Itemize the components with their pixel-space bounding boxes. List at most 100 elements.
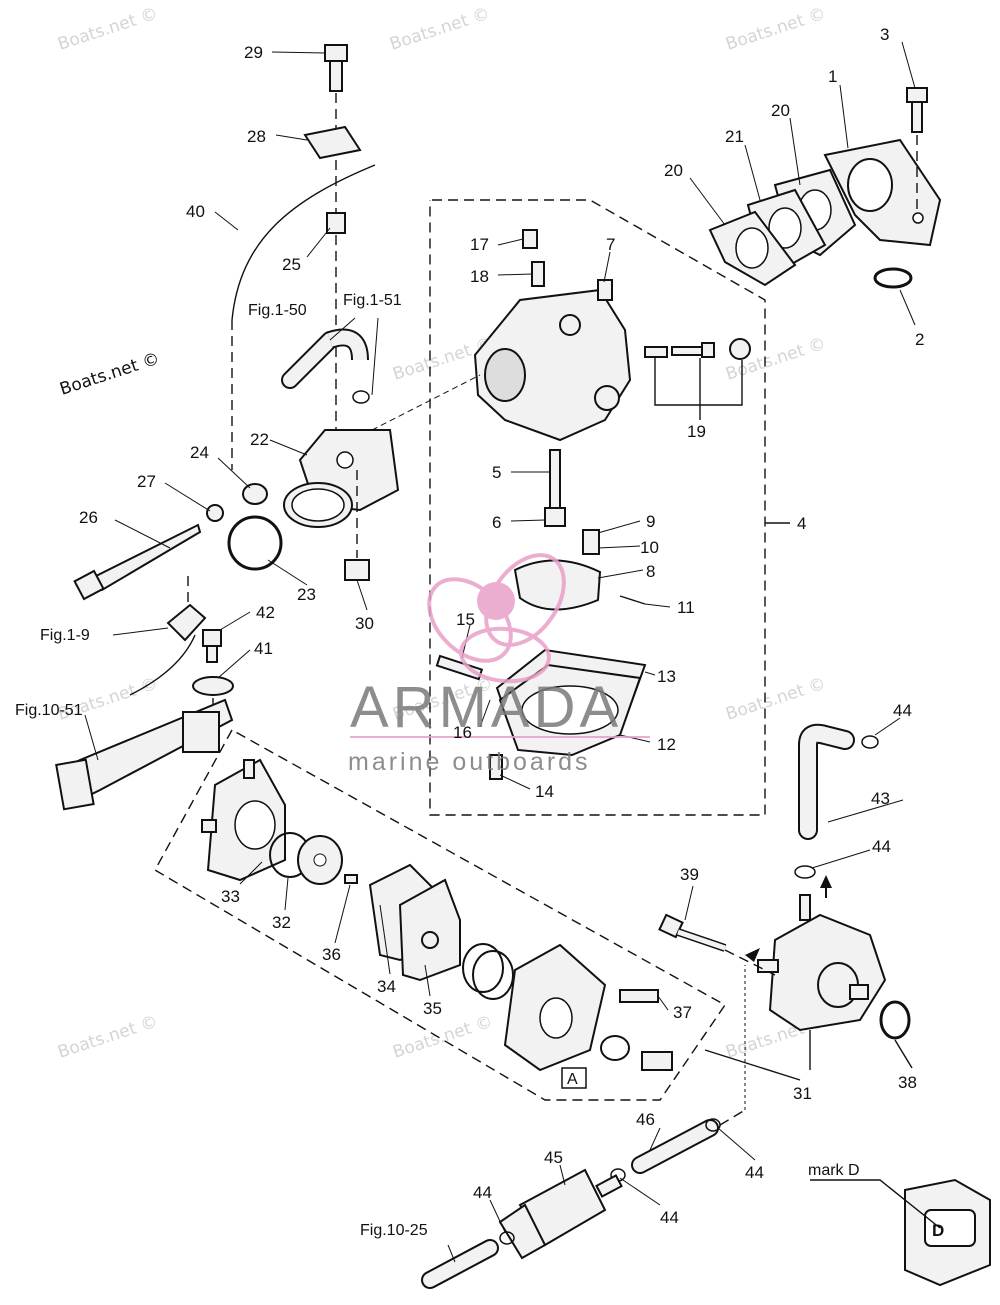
- callout-31: 31: [793, 1084, 812, 1103]
- callout-16: 16: [453, 723, 472, 742]
- collar: [344, 559, 370, 581]
- carburetor-body: [473, 288, 632, 442]
- callout-4: 4: [797, 514, 806, 533]
- grommet: [242, 483, 268, 505]
- watermark: Boats.net ©: [55, 4, 160, 55]
- bolt: [324, 44, 348, 92]
- callout-15: 15: [456, 610, 475, 629]
- callout-32: 32: [272, 913, 291, 932]
- carburetor-joint: [283, 429, 400, 528]
- callout-41: 41: [254, 639, 273, 658]
- bolt: [906, 87, 928, 133]
- mark-d-detail: [904, 1178, 991, 1287]
- callout-26: 26: [79, 508, 98, 527]
- washer: [192, 676, 234, 696]
- carburetor-group-outline: [429, 199, 766, 816]
- fuel-pump-assembly: [757, 894, 887, 1032]
- box-a-label: A: [567, 1071, 578, 1088]
- screw: [522, 229, 538, 249]
- callout-5: 5: [492, 463, 501, 482]
- figure-ref-1-50: Fig.1-50: [248, 302, 307, 319]
- watermark: Boats.net ©: [387, 4, 492, 55]
- mark-d-label: mark D: [808, 1162, 860, 1179]
- float: [513, 559, 602, 611]
- bracket-assembly: [55, 698, 234, 811]
- intake-manifold: [823, 138, 942, 247]
- callout-37: 37: [673, 1003, 692, 1022]
- callout-2: 2: [915, 330, 924, 349]
- callout-24: 24: [190, 443, 209, 462]
- callout-18: 18: [470, 267, 489, 286]
- callout-13: 13: [657, 667, 676, 686]
- callout-44: 44: [893, 701, 912, 720]
- callout-11: 11: [677, 598, 695, 617]
- callout-9: 9: [646, 512, 655, 531]
- collar: [326, 212, 346, 234]
- brand-tagline: marine outboards: [348, 748, 591, 776]
- callout-44: 44: [660, 1208, 679, 1227]
- watermark: Boats.net ©: [55, 1012, 160, 1063]
- callout-33: 33: [221, 887, 240, 906]
- callout-42: 42: [256, 603, 275, 622]
- mark-d-letter: D: [932, 1221, 944, 1240]
- callout-labels: 29 28 40 25 3 1 20 21 20 2 17 18 7 19 5 …: [79, 25, 924, 1227]
- callout-22: 22: [250, 430, 269, 449]
- callout-23: 23: [297, 585, 316, 604]
- callout-44: 44: [745, 1163, 764, 1182]
- callout-44: 44: [872, 837, 891, 856]
- callout-8: 8: [646, 562, 655, 581]
- long-bolt: [73, 523, 202, 601]
- brand-logo: ARMADA marine outboards: [348, 553, 650, 776]
- callout-30: 30: [355, 614, 374, 633]
- figure-ref-1-9: Fig.1-9: [40, 627, 90, 644]
- callout-36: 36: [322, 945, 341, 964]
- figure-ref-1-51: Fig.1-51: [343, 292, 402, 309]
- callout-10: 10: [640, 538, 659, 557]
- leader-lines: [84, 41, 916, 1263]
- callout-1: 1: [828, 67, 837, 86]
- main-nozzle: [549, 449, 561, 511]
- main-jet: [544, 507, 566, 527]
- watermark: Boats.net ©: [723, 674, 828, 725]
- fuel-filter: [498, 1168, 623, 1260]
- callout-3: 3: [880, 25, 889, 44]
- callout-34: 34: [377, 977, 396, 996]
- brand-name: ARMADA: [350, 675, 622, 740]
- plate: [303, 125, 362, 160]
- washer: [206, 504, 224, 522]
- callout-6: 6: [492, 513, 501, 532]
- fuel-pump-group-outline: [154, 729, 727, 1101]
- callout-12: 12: [657, 735, 676, 754]
- float-pin: [619, 595, 646, 605]
- callout-25: 25: [282, 255, 301, 274]
- choke-cable: [231, 164, 376, 321]
- screw: [489, 754, 503, 780]
- figure-references: Fig.1-50 Fig.1-51 Fig.1-9 Fig.10-51 Fig.…: [15, 292, 944, 1240]
- callout-14: 14: [535, 782, 554, 801]
- gasket: [227, 515, 283, 571]
- spring: [531, 261, 545, 287]
- o-ring: [873, 267, 913, 289]
- callout-46: 46: [636, 1110, 655, 1129]
- figure-ref-10-25: Fig.10-25: [360, 1222, 428, 1239]
- callout-20: 20: [664, 161, 683, 180]
- watermark: Boats.net ©: [723, 4, 828, 55]
- callout-19: 19: [687, 422, 706, 441]
- callout-40: 40: [186, 202, 205, 221]
- pilot-screw-set: [644, 338, 751, 360]
- callout-27: 27: [137, 472, 156, 491]
- box-a-frame: [561, 1067, 587, 1089]
- callout-7: 7: [606, 235, 615, 254]
- watermark-dark: Boats.net ©: [57, 349, 162, 400]
- needle-valve: [582, 529, 600, 555]
- callout-28: 28: [247, 127, 266, 146]
- callout-39: 39: [680, 865, 699, 884]
- callout-44: 44: [473, 1183, 492, 1202]
- callout-29: 29: [244, 43, 263, 62]
- callout-17: 17: [470, 235, 489, 254]
- watermark: Boats.net ©: [390, 1012, 495, 1063]
- bolt: [658, 913, 727, 952]
- callout-20: 20: [771, 101, 790, 120]
